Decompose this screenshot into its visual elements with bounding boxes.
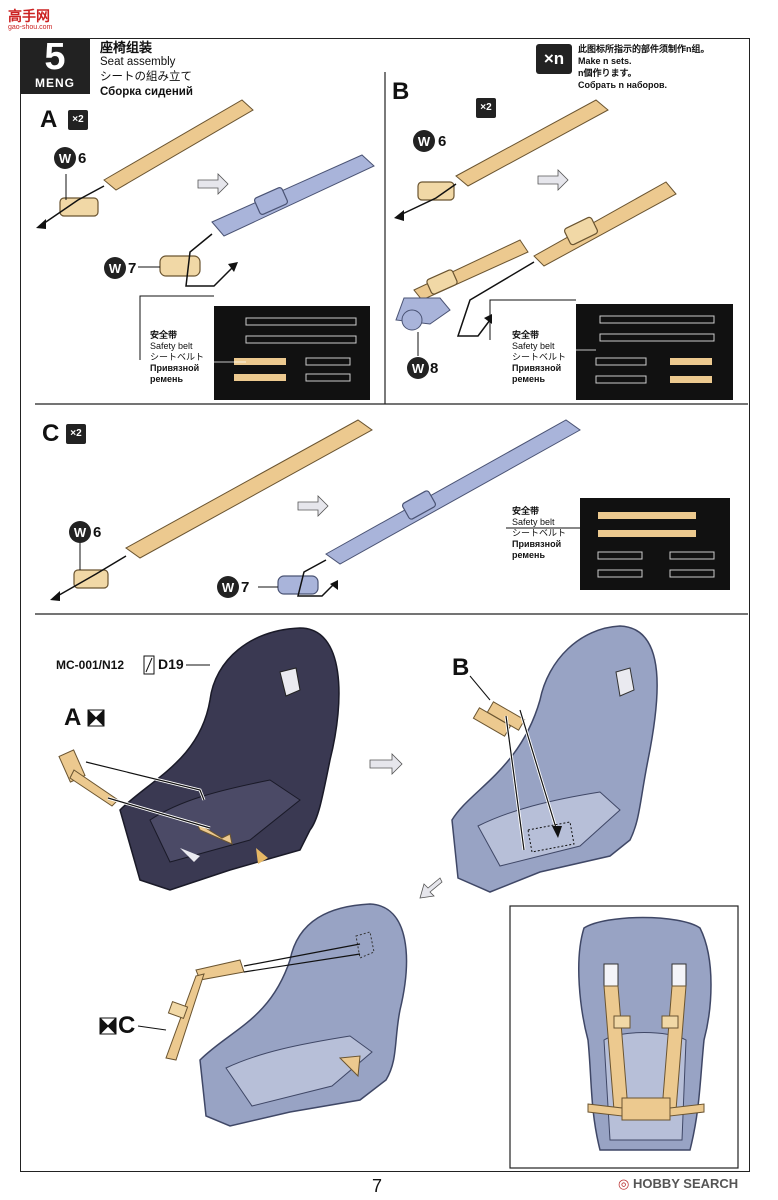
step-number: 5 [44, 36, 66, 78]
svg-text:W: W [109, 261, 122, 276]
panel-b-label: B [392, 78, 410, 105]
brand-logo: MENG [35, 76, 75, 90]
step-title: 座椅组装 Seat assembly シートの組み立て Сборка сиден… [100, 40, 193, 98]
finished-seat-inset [509, 905, 739, 1169]
sets-icon: ×n [536, 44, 572, 74]
svg-text:W: W [412, 361, 425, 376]
panel-b-callout [489, 299, 733, 400]
panel-c-callout [506, 498, 730, 590]
panel-a-callout [139, 295, 370, 400]
seat-grey-c [137, 903, 408, 1127]
panel-a-straps [36, 99, 375, 287]
panel-b-straps [394, 99, 677, 356]
page-number: 7 [372, 1176, 383, 1196]
panel-a-qty: ×2 [68, 110, 88, 130]
svg-text:W: W [59, 151, 72, 166]
panel-b-w2: 8 [430, 360, 439, 377]
page-frame [20, 38, 750, 1172]
cement-icons [87, 655, 155, 1035]
panel-a-w1: 6 [78, 150, 87, 167]
panel-c-label: C [42, 420, 60, 447]
panel-c-straps [50, 419, 581, 601]
sets-note: 此图标所指示的部件须制作n组。 Make n sets. n個作ります。 Соб… [578, 44, 710, 90]
seat-a-label: A [64, 704, 82, 731]
panel-b-w1: 6 [438, 133, 447, 150]
svg-text:W: W [418, 134, 431, 149]
step-badge: 5 MENG [20, 38, 90, 94]
seat-c-label: C [118, 1012, 136, 1039]
panel-a-label: A [40, 106, 58, 133]
part-id: D19 [158, 656, 184, 672]
seat-dark [58, 627, 340, 891]
seat-b-label: B [452, 654, 470, 681]
panel-a-w2: 7 [128, 260, 137, 277]
panel-c-qty: ×2 [66, 424, 86, 444]
w-markers [54, 130, 435, 598]
panel-c-w1: 6 [93, 524, 102, 541]
svg-text:W: W [222, 580, 235, 595]
footer-brand: ◎ HOBBY SEARCH [618, 1176, 739, 1191]
svg-text:W: W [74, 525, 87, 540]
panel-b-qty: ×2 [476, 98, 496, 118]
seat-grey-b [451, 625, 658, 893]
part-ref: MC-001/N12 [56, 658, 125, 672]
panel-c-w2: 7 [241, 579, 250, 596]
